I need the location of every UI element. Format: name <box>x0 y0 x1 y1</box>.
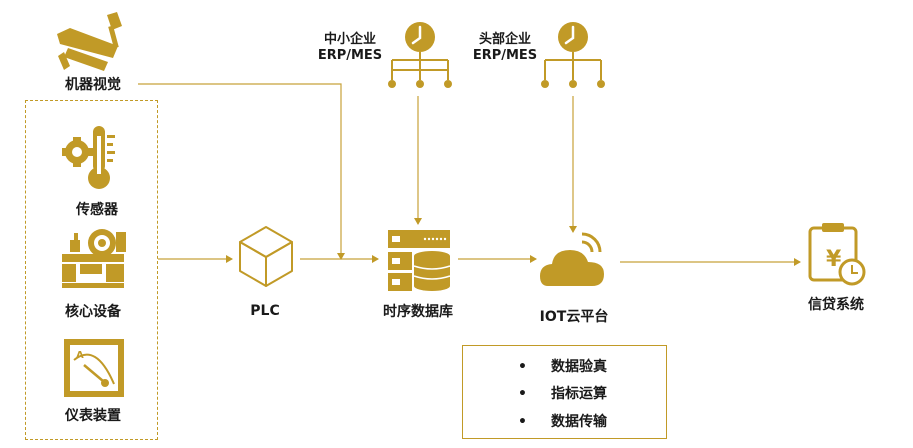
machine-equipment-icon <box>62 229 126 288</box>
credit-system-label: 信贷系统 <box>808 297 864 313</box>
cloud-wifi-icon <box>540 232 604 286</box>
clipboard-yen-clock-icon: ¥ <box>808 223 866 286</box>
leading-erp-line2: ERP/MES <box>472 48 538 63</box>
svg-text:A: A <box>76 350 84 361</box>
machine-vision-label: 机器视觉 <box>65 77 121 93</box>
iot-cloud-label: IOT云平台 <box>539 309 609 325</box>
core-equipment-label: 核心设备 <box>65 304 121 320</box>
connector-vision-to-database <box>138 83 345 260</box>
svg-text:¥: ¥ <box>826 247 842 272</box>
leading-erp-line1: 头部企业 <box>478 32 531 47</box>
clock-network-icon <box>541 22 605 88</box>
clock-network-icon <box>388 22 452 88</box>
function-text: 数据验真 <box>551 359 607 375</box>
function-text: 数据传输 <box>551 414 607 430</box>
functions-box: • 数据验真 • 指标运算 • 数据传输 <box>462 345 667 439</box>
sme-erp-line1: 中小企业 <box>323 32 376 47</box>
device-group-box <box>25 100 158 440</box>
plc-label: PLC <box>250 303 280 319</box>
gauge-meter-icon: A <box>64 339 124 397</box>
sensor-label: 传感器 <box>76 202 118 218</box>
instrument-label: 仪表装置 <box>65 408 121 424</box>
bullet-dot: • <box>518 414 527 430</box>
thermometer-gear-icon <box>62 126 115 189</box>
function-text: 指标运算 <box>551 386 607 402</box>
sme-erp-label: 中小企业 ERP/MES <box>315 32 385 64</box>
cube-icon <box>239 226 293 287</box>
server-database-icon <box>388 230 451 291</box>
leading-erp-label: 头部企业 ERP/MES <box>470 32 540 64</box>
bullet-dot: • <box>518 359 527 375</box>
security-camera-icon <box>57 12 122 71</box>
tsdb-label: 时序数据库 <box>383 304 453 320</box>
sme-erp-line2: ERP/MES <box>317 48 383 63</box>
bullet-dot: • <box>518 386 527 402</box>
